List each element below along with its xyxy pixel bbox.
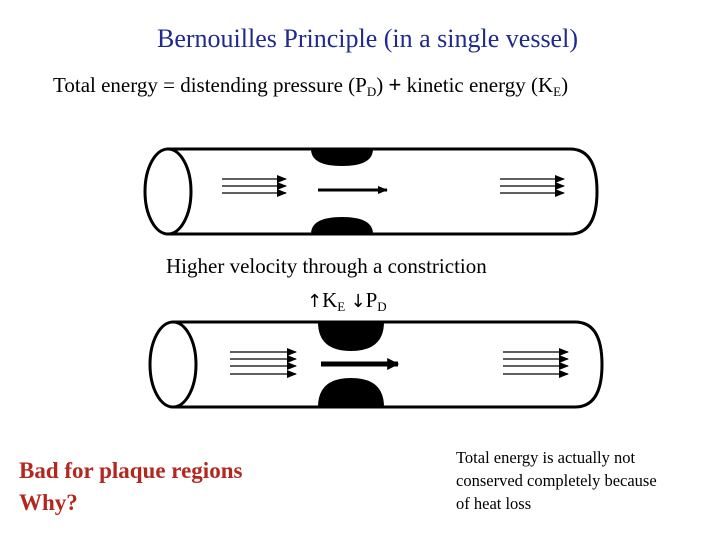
constriction-upper-top <box>311 149 373 166</box>
flow-arrows-left-upper <box>222 175 287 197</box>
equation-part-2: ) <box>376 73 389 97</box>
note-line-3: of heat loss <box>456 494 532 513</box>
flow-arrows-right-upper <box>500 175 565 197</box>
heat-loss-note: Total energy is actually not conserved c… <box>456 446 720 515</box>
note-line-2: conserved completely because <box>456 471 657 490</box>
slide-title: Bernouilles Principle (in a single vesse… <box>157 24 578 53</box>
plaque-question: Bad for plaque regions Why? <box>19 455 242 519</box>
vessel-uniform <box>143 147 599 236</box>
kinetic-sub: E <box>337 299 346 314</box>
equation-part-3: kinetic energy (K <box>401 73 554 97</box>
constriction-lower-top <box>318 322 384 351</box>
equation-sub-e: E <box>553 84 562 99</box>
plaque-question-line-2: Why? <box>19 490 78 515</box>
equation-part-4: ) <box>561 73 569 97</box>
plaque-question-line-1: Bad for plaque regions <box>19 458 243 483</box>
kinetic-symbol: K <box>322 288 338 312</box>
equation-part-1: Total energy = distending pressure (P <box>53 73 367 97</box>
constriction-upper-bottom <box>311 217 373 234</box>
up-arrow-icon: ↑ <box>307 291 323 312</box>
constriction-lower-bottom <box>318 378 384 407</box>
flow-arrows-right-lower <box>503 348 569 378</box>
vessel-constricted-opening <box>148 320 198 409</box>
equation-sub-d: D <box>366 84 377 99</box>
down-arrow-icon: ↓ <box>350 291 366 312</box>
vessel-constricted-body <box>173 320 604 409</box>
flow-arrows-left-lower <box>230 348 297 378</box>
pressure-symbol: P <box>365 288 378 312</box>
energy-equation: Total energy = distending pressure (PD) … <box>53 72 568 98</box>
vessel-uniform-opening <box>143 147 193 236</box>
energy-change-caption: ↑KE ↓PD <box>307 288 387 313</box>
equation-plus: + <box>388 72 402 97</box>
vessel-uniform-body <box>168 147 599 236</box>
pressure-sub: D <box>377 299 387 314</box>
vessel-constricted <box>148 320 604 409</box>
note-line-1: Total energy is actually not <box>456 448 636 467</box>
constriction-caption: Higher velocity through a constriction <box>166 254 487 278</box>
